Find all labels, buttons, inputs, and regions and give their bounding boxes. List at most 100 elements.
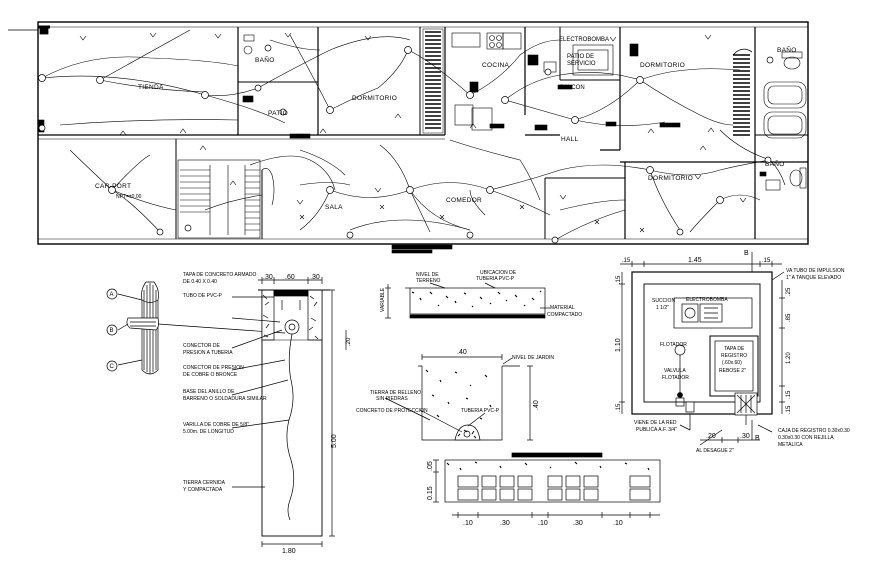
- cistern-label-caja-1: CAJA DE REGISTRO 0.30x0.30: [778, 428, 850, 434]
- well-label-conector-presion-2: DE COBRE O BRONCE: [183, 372, 238, 378]
- block-dim-bottom-2: .30: [500, 520, 510, 527]
- trench-label-tuberia: TUBERIA PVC-P: [461, 408, 500, 414]
- cistern-label-electrobomba: ELECTROBOMBA: [686, 297, 728, 303]
- room-label-patio-servicio-1: PATIO DE: [567, 54, 594, 60]
- plan-entry-mark: [8, 25, 50, 35]
- plan-fixtures: [38, 44, 774, 244]
- cistern-label-impulsion-1: VA TUBO DE IMPULSION: [786, 268, 845, 274]
- cistern-label-tapa-2: REGISTRO: [721, 353, 747, 359]
- slab-label-material-1: MATERIAL: [550, 305, 575, 311]
- cistern-label-desague: AL DESAGUE 2": [696, 448, 734, 454]
- well-label-tapa-2: DE 0.40 X 0.40: [183, 279, 217, 285]
- block-cells: [457, 475, 651, 501]
- cistern-label-valvula-1: VALVULA: [664, 368, 686, 374]
- cistern-dim-right-1: .25: [786, 287, 792, 296]
- well-label-conector-presion-1: CONECTOR DE PRESION: [183, 365, 244, 371]
- cistern-plan: [619, 252, 785, 446]
- cistern-dim-top-2: 1.45: [688, 257, 702, 264]
- room-label-dormitorio-low: DORMITORIO: [648, 175, 693, 182]
- trench-label-tierra-1: TIERRA DE RELLENO: [370, 390, 421, 396]
- well-dim-right: 5.00: [331, 434, 338, 448]
- room-label-dormitorio-center: DORMITORIO: [352, 95, 397, 102]
- slab-label-ubicacion-1: UBICACION DE: [480, 270, 517, 276]
- slab-section-labels: NIVEL DE TERRENO UBICACION DE TUBERIA PV…: [380, 270, 582, 318]
- plan-stairs-and-fixtures: [37, 28, 807, 254]
- well-dim-top-2: .60: [285, 274, 295, 281]
- panel-1: [289, 133, 311, 139]
- slab-label-ubicacion-2: TUBERIA PVC-P: [476, 276, 515, 282]
- well-label-tapa-1: TAPA DE CONCRETO ARMADO: [183, 272, 256, 278]
- room-label-tienda: TIENDA: [138, 84, 164, 91]
- panel-5: [391, 244, 453, 250]
- well-label-tierra-2: Y COMPACTADA: [183, 487, 223, 493]
- well-label-varilla-2: 5.00m. DE LONGITUD: [183, 429, 234, 435]
- pipe-clamp-detail: [106, 281, 286, 375]
- panel-4: [659, 122, 681, 128]
- well-label-base-1: BASE DEL ANILLO DE: [183, 389, 235, 395]
- trench-section: [384, 354, 533, 441]
- well-label-tierra-1: TIERRA CERNIDA: [183, 480, 226, 486]
- trench-label-concreto: CONCRETO DE PROTECCION: [356, 408, 428, 414]
- room-label-dormitorio-right: DORMITORIO: [640, 62, 685, 69]
- cistern-section-mark-top: B: [744, 250, 749, 257]
- well-label-base-2: BARRENO O SOLDADURA SIMILAR: [183, 396, 267, 402]
- well-label-conector-2: PRESION A TUBERIA: [183, 350, 233, 356]
- block-dim-bottom-5: .10: [613, 520, 623, 527]
- cistern-label-rebose: REBOSE 2": [719, 368, 746, 374]
- callout-c: C: [110, 364, 115, 370]
- room-label-patio-servicio-2: SERVICIO: [567, 61, 596, 67]
- room-label-sala: SALA: [325, 204, 343, 211]
- trench-dim-top: .40: [457, 349, 467, 356]
- slab-label-nivel-1: NIVEL DE: [416, 272, 439, 278]
- floor-plan: [37, 21, 809, 245]
- cistern-label-impulsion-2: 1" A TANQUE ELEVADO: [786, 275, 841, 281]
- stair-lower: [177, 159, 275, 239]
- block-dim-left: 0.15: [427, 486, 434, 500]
- cistern-label-viene-2: PUBLICA A.F. 3/4": [636, 427, 677, 433]
- room-label-bano-top: BAÑO: [255, 55, 275, 64]
- cistern-section-mark-bottom: B: [755, 435, 760, 442]
- room-label-comedor: COMEDOR: [446, 197, 482, 204]
- cistern-label-caja-2: 0.30x0.30 CON REJILLA: [778, 435, 834, 441]
- room-label-hall: HALL: [561, 136, 579, 143]
- cistern-dim-bottom-1: .20: [706, 433, 716, 440]
- slab-label-material-2: COMPACTADO: [547, 312, 582, 318]
- ground-well-section: [231, 277, 347, 547]
- cistern-dim-right-5: .15: [786, 405, 792, 414]
- panel-7: [469, 81, 479, 93]
- ground-well-labels: .30 .60 .30 5.00 .20 1.80 TAPA DE CONCRE…: [183, 272, 352, 555]
- cistern-label-viene-1: VIENE DE LA RED: [634, 420, 677, 426]
- room-label-bano-right-low: BAÑO: [765, 159, 785, 168]
- cistern-dim-right-2: .85: [786, 313, 792, 322]
- slab-label-nivel-2: TERRENO: [416, 278, 441, 284]
- panel-9: [605, 121, 617, 127]
- trench-section-labels: .40 .40 NIVEL DE JARDIN TIERRA DE RELLEN…: [356, 349, 554, 414]
- room-label-patio: PATIO: [268, 110, 288, 117]
- well-label-varilla-1: VARILLA DE COBRE DE 5/8": [183, 422, 249, 428]
- cistern-label-succion-2: 1 1/2": [656, 305, 669, 311]
- callout-a: A: [110, 292, 114, 298]
- panel-8: [629, 43, 639, 57]
- block-dim-left2: .05: [427, 461, 434, 471]
- cistern-label-succion-1: SUCCION: [652, 298, 675, 304]
- slab-section: [385, 282, 550, 319]
- well-dim-top-1: .30: [263, 274, 273, 281]
- well-label-tubo: TUBO DE PVC-P: [183, 293, 223, 299]
- cistern-dim-right-4: .15: [786, 390, 792, 399]
- stair-upper: [422, 28, 444, 134]
- panel-2: [489, 123, 505, 129]
- cistern-dim-top-3: .15: [762, 258, 771, 264]
- block-dim-bottom-1: .10: [463, 520, 473, 527]
- room-label-cocina: COCINA: [482, 62, 509, 69]
- cistern-label-caja-3: METALICA: [778, 442, 803, 448]
- pipe-clamp-callouts: A B C: [110, 292, 115, 370]
- room-label-balcon: BALCON: [560, 85, 585, 91]
- cistern-label-valvula-2: FLOTADOR: [662, 375, 689, 381]
- cistern-dim-left-1: .15: [616, 275, 622, 284]
- callout-b: B: [110, 328, 114, 334]
- cistern-dim-left-3: .15: [616, 403, 622, 412]
- block-wall-labels: 0.15 .05 .10 .30 .10 .30 .10: [427, 461, 623, 527]
- panel-12: [557, 84, 573, 90]
- cistern-label-tapa-1: TAPA DE: [724, 346, 745, 352]
- kitchen-fixtures: [242, 32, 614, 131]
